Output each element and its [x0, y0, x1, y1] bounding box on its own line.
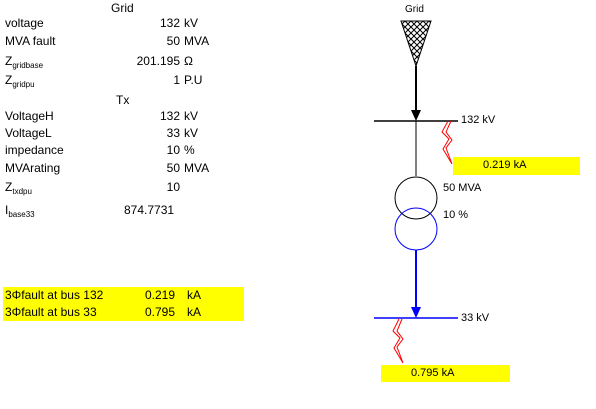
- param-label: Zgridpu: [5, 73, 35, 89]
- grid-label: Grid: [405, 4, 424, 15]
- fault-result-bus-132: 3Φfault at bus 132 0.219 kA: [3, 287, 244, 304]
- transformer-lv-winding-icon: [394, 207, 438, 251]
- param-unit: kV: [184, 109, 199, 123]
- hv-arrow-icon: [411, 110, 421, 121]
- param-unit: P.U: [184, 73, 203, 87]
- lv-arrow-icon: [411, 307, 421, 318]
- transformer-hv-winding-icon: [394, 176, 438, 220]
- param-value: 10: [166, 180, 180, 194]
- param-row-zgridbase: Zgridbase 201.195 Ω: [0, 54, 240, 70]
- param-label: impedance: [5, 143, 64, 157]
- param-row-impedance: impedance 10 %: [0, 143, 240, 159]
- fault-hv-lightning-icon: [441, 120, 453, 165]
- param-label: MVArating: [5, 161, 61, 175]
- param-value: 132: [159, 16, 180, 30]
- param-label: voltage: [5, 16, 44, 30]
- result-label: 3Φfault at bus 33: [5, 305, 97, 319]
- result-value: 0.795: [145, 305, 176, 319]
- param-label: Ztxdpu: [5, 180, 32, 196]
- fault-result-bus-33: 3Φfault at bus 33 0.795 kA: [3, 304, 244, 321]
- fault-lv-lightning-icon: [392, 318, 404, 364]
- param-row-voltageh: VoltageH 132 kV: [0, 109, 240, 125]
- param-label: VoltageL: [5, 126, 52, 140]
- param-label: MVA fault: [5, 34, 56, 48]
- param-row-ztxdpu: Ztxdpu 10: [0, 180, 240, 196]
- param-value: 50: [166, 161, 180, 175]
- param-unit: kV: [184, 126, 199, 140]
- param-unit: MVA: [184, 34, 210, 48]
- param-value: 50: [166, 34, 180, 48]
- fault-hv-current-box: 0.219 kA: [453, 157, 580, 175]
- param-row-ibase33: Ibase33 874.7731: [0, 203, 240, 219]
- param-value: 33: [166, 126, 180, 140]
- fault-lv-current-box: 0.795 kA: [381, 365, 510, 382]
- param-label: Zgridbase: [5, 54, 44, 70]
- param-label: Ibase33: [5, 203, 35, 219]
- param-value: 874.7731: [124, 203, 175, 217]
- param-row-voltagel: VoltageL 33 kV: [0, 126, 240, 142]
- param-row-voltage: voltage 132 kV: [0, 16, 240, 32]
- param-value: 1: [173, 73, 180, 87]
- param-row-mva-fault: MVA fault 50 MVA: [0, 34, 240, 50]
- grid-source-icon: [400, 20, 432, 68]
- fault-hv-current: 0.219 kA: [483, 159, 527, 171]
- param-row-mvarating: MVArating 50 MVA: [0, 161, 240, 177]
- result-label: 3Φfault at bus 132: [5, 288, 104, 302]
- result-value: 0.219: [145, 288, 176, 302]
- result-unit: kA: [187, 288, 202, 302]
- param-unit: %: [184, 143, 195, 157]
- fault-lv-current: 0.795 kA: [411, 367, 455, 379]
- param-row-zgridpu: Zgridpu 1 P.U: [0, 73, 240, 89]
- param-value: 10: [166, 143, 180, 157]
- result-unit: kA: [187, 305, 202, 319]
- tx-heading: Tx: [116, 93, 130, 107]
- param-unit: kV: [184, 16, 199, 30]
- grid-heading: Grid: [111, 1, 134, 15]
- param-unit: Ω: [184, 54, 193, 68]
- param-value: 201.195: [136, 54, 180, 68]
- param-label: VoltageH: [5, 109, 54, 123]
- bus-132-label: 132 kV: [461, 114, 496, 126]
- tx-impedance-label: 10 %: [443, 209, 469, 221]
- param-value: 132: [159, 109, 180, 123]
- param-unit: MVA: [184, 161, 210, 175]
- bus-33-label: 33 kV: [461, 312, 490, 324]
- tx-rating-label: 50 MVA: [443, 182, 482, 194]
